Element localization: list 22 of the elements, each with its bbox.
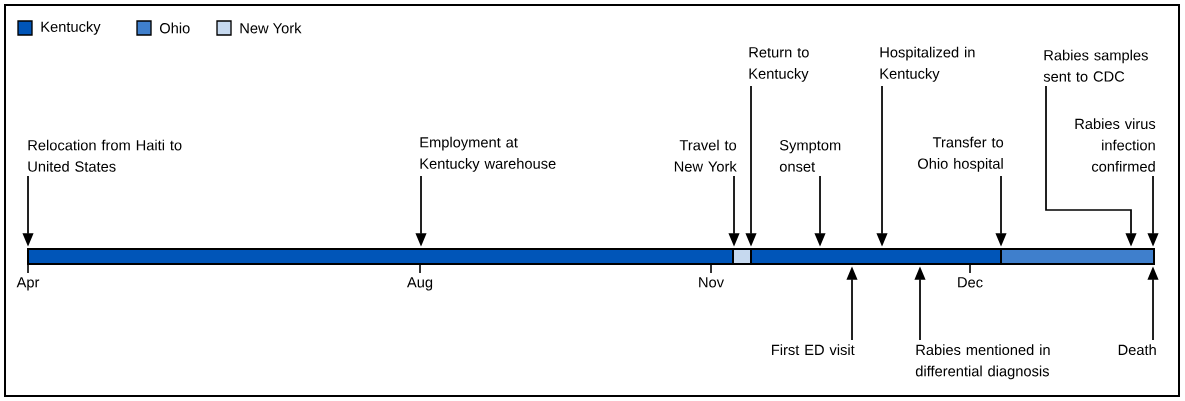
legend-label: Kentucky bbox=[41, 21, 101, 35]
legend-label: Ohio bbox=[159, 22, 190, 34]
timeline-bar bbox=[27, 248, 734, 265]
event-label: First ED visit bbox=[772, 344, 855, 356]
event-label: Hospitalized in Kentucky bbox=[880, 46, 975, 82]
event-label: Return to Kentucky bbox=[749, 47, 809, 82]
event-label: Death bbox=[1118, 344, 1156, 356]
event-label: Rabies mentioned in differential diagnosis bbox=[915, 344, 1050, 380]
month-label: Apr bbox=[16, 277, 40, 291]
month-label: Dec bbox=[958, 277, 983, 288]
timeline-bar bbox=[750, 248, 1002, 265]
event-label: Employment at Kentucky warehouse bbox=[420, 136, 556, 172]
event-label: Transfer to Ohio hospital bbox=[918, 136, 1004, 172]
event-label: Relocation from Haiti to United States bbox=[28, 139, 182, 172]
event-label: Rabies virus infection confirmed bbox=[1075, 118, 1156, 172]
month-label: Nov bbox=[699, 277, 724, 288]
legend-label: New York bbox=[240, 22, 302, 34]
event-label: Symptom onset bbox=[779, 140, 841, 172]
timeline-bar bbox=[1000, 248, 1155, 265]
timeline-bar bbox=[732, 248, 752, 265]
event-label: Travel to New York bbox=[674, 139, 737, 172]
event-label: Rabies samples sent to CDC bbox=[1043, 49, 1148, 82]
